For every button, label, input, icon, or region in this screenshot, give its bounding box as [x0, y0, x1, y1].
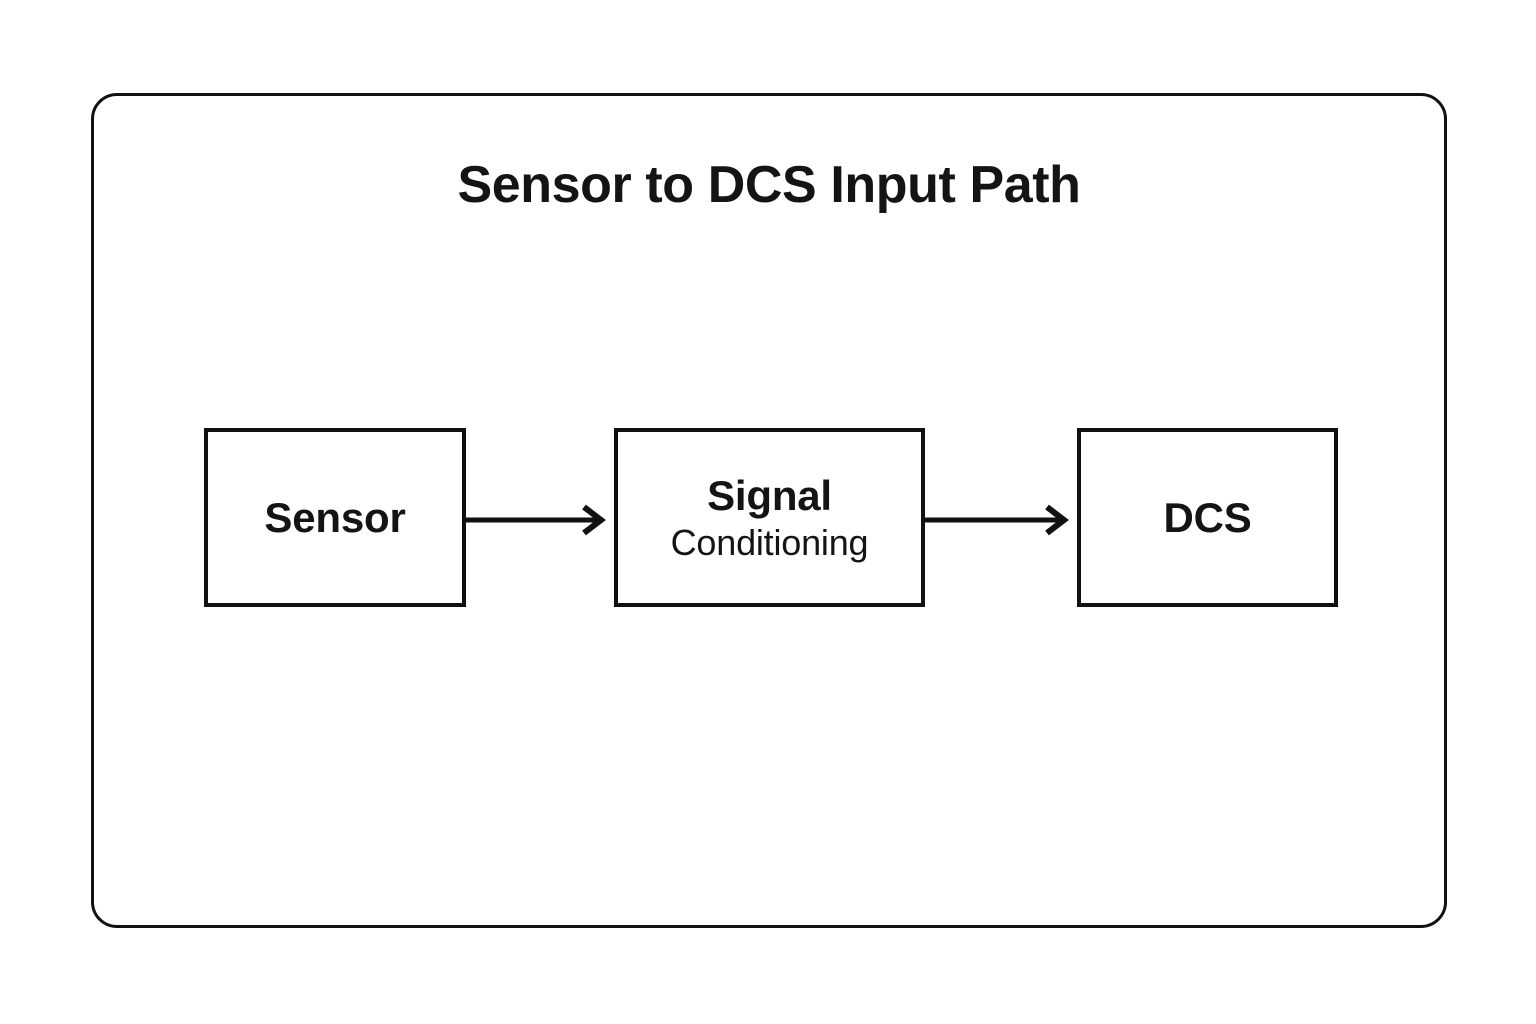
node-signal-conditioning-label-primary: Signal	[707, 471, 832, 519]
diagram-frame: Sensor to DCS Input Path Sensor Signal C…	[91, 93, 1447, 928]
connector-sensor-to-signal-conditioning	[466, 500, 614, 540]
arrow-right-icon	[466, 504, 606, 536]
node-signal-conditioning-label-secondary: Conditioning	[670, 521, 869, 563]
node-dcs-label: DCS	[1163, 493, 1252, 541]
flow-row: Sensor Signal Conditioning	[94, 96, 1450, 931]
arrow-right-icon	[925, 504, 1069, 536]
node-signal-conditioning[interactable]: Signal Conditioning	[614, 428, 925, 607]
connector-signal-conditioning-to-dcs	[925, 500, 1077, 540]
node-sensor[interactable]: Sensor	[204, 428, 466, 607]
node-sensor-label: Sensor	[264, 493, 406, 541]
node-dcs[interactable]: DCS	[1077, 428, 1338, 607]
page-title: Sensor to DCS Input Path	[457, 156, 1081, 214]
